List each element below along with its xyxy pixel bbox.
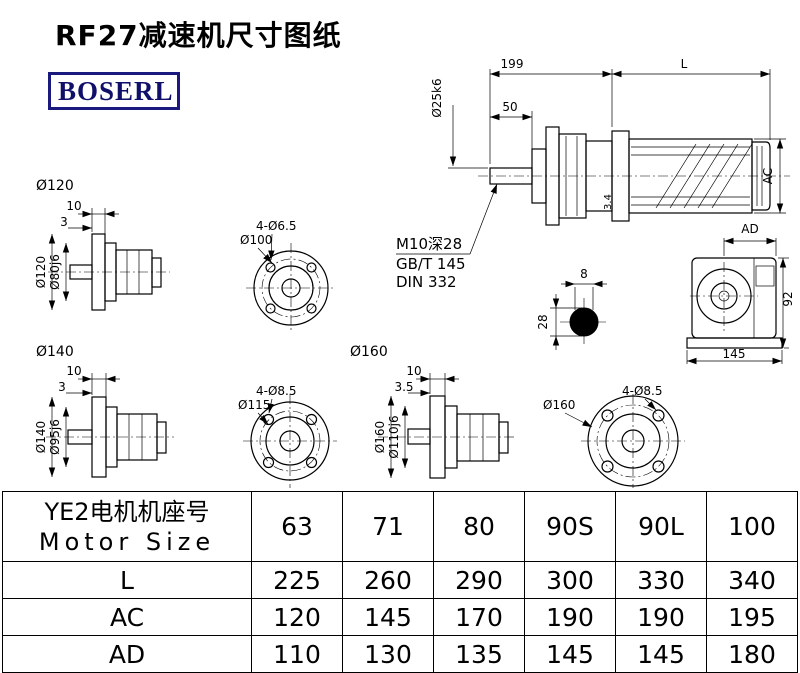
view-face-115: 4-Ø8.5 Ø115: [238, 384, 337, 488]
motor-size-header-cell: YE2电机机座号 Motor Size: [2, 491, 252, 562]
dim-140-3: 3: [58, 380, 66, 394]
table-cell: 145: [524, 635, 616, 673]
technical-drawing: 199 L 50 Ø25k6 AC 3.4 M10深28 GB/T 145 DI…: [34, 57, 795, 488]
motor-size-col: 90L: [615, 491, 707, 562]
dim-140-hub: Ø95j6: [48, 419, 62, 455]
view-face-160: 4-Ø8.5 Ø160: [543, 384, 685, 488]
header-en: Motor Size: [38, 527, 216, 556]
view-flange-160: Ø160 10 3.5 Ø160 Ø110j6: [350, 344, 514, 479]
header-cn: YE2电机机座号: [44, 497, 210, 526]
table-cell: 170: [433, 598, 525, 636]
motor-size-col: 80: [433, 491, 525, 562]
view-flange-140: Ø140 10 3 Ø140 Ø95j6: [34, 344, 174, 478]
motor-size-col: 71: [342, 491, 434, 562]
dim-100-dia: Ø100: [240, 233, 272, 247]
view-flange-120: Ø120 10 3 Ø120 Ø80j6: [34, 178, 170, 311]
motor-size-col: 100: [706, 491, 798, 562]
table-cell: 340: [706, 561, 798, 599]
table-header-row: YE2电机机座号 Motor Size 63 71 80 90S 90L 100: [2, 491, 798, 562]
dim-keyway-28: 28: [536, 314, 550, 329]
note-gbt: GB/T 145: [396, 255, 466, 273]
dim-50: 50: [502, 100, 517, 114]
dim-AC: AC: [761, 168, 775, 184]
table-cell: 120: [251, 598, 343, 636]
view-main-assembly: 199 L 50 Ø25k6 AC 3.4 M10深28 GB/T 145 DI…: [396, 57, 790, 291]
page-title: RF27减速机尺寸图纸: [55, 19, 342, 52]
dim-L: L: [681, 57, 688, 71]
table-cell: 145: [615, 635, 707, 673]
dim-face160-dia: Ø160: [543, 398, 575, 412]
dim-3-4: 3.4: [603, 194, 614, 210]
note-din: DIN 332: [396, 273, 457, 291]
fan-cover: [751, 141, 771, 211]
dim-160-hub: Ø110j6: [387, 415, 401, 458]
row-label: AC: [2, 598, 252, 636]
dim-140-OD: Ø140: [34, 421, 48, 453]
view-face-100: 4-Ø6.5 Ø100: [240, 219, 336, 333]
table-cell: 190: [615, 598, 707, 636]
dim-160-OD: Ø160: [373, 421, 387, 453]
dim-120-10: 10: [66, 199, 81, 213]
logo-text: BOSERL: [58, 75, 174, 106]
label-flange-120: Ø120: [36, 178, 74, 194]
table-row-AC: AC 120 145 170 190 190 195: [2, 598, 798, 636]
dim-145: 145: [723, 347, 746, 361]
table-cell: 190: [524, 598, 616, 636]
table-cell: 260: [342, 561, 434, 599]
dim-keyway-8: 8: [580, 267, 588, 281]
dim-140-10: 10: [66, 364, 81, 378]
dim-120-3: 3: [60, 215, 68, 229]
motor-size-col: 90S: [524, 491, 616, 562]
table-cell: 300: [524, 561, 616, 599]
table-cell: 110: [251, 635, 343, 673]
row-label: AD: [2, 635, 252, 673]
table-cell: 180: [706, 635, 798, 673]
view-shaft-keyway-section: 8 28: [536, 267, 608, 350]
table-row-L: L 225 260 290 300 330 340: [2, 561, 798, 599]
dim-AD: AD: [741, 222, 758, 236]
label-flange-140: Ø140: [36, 344, 74, 360]
note-thread: M10深28: [396, 235, 462, 253]
table-cell: 145: [342, 598, 434, 636]
dim-115-dia: Ø115: [238, 398, 270, 412]
table-row-AD: AD 110 130 135 145 145 180: [2, 635, 798, 673]
table-cell: 225: [251, 561, 343, 599]
table-cell: 130: [342, 635, 434, 673]
end-view-body: [691, 257, 777, 339]
dim-120-hub: Ø80j6: [48, 254, 62, 290]
dim-160-35: 3.5: [394, 380, 413, 394]
table-cell: 135: [433, 635, 525, 673]
dim-92: 92: [781, 291, 795, 306]
table-cell: 330: [615, 561, 707, 599]
table-cell: 290: [433, 561, 525, 599]
dim-160-10: 10: [406, 364, 421, 378]
dim-199: 199: [501, 57, 524, 71]
dim-face160-holes: 4-Ø8.5: [622, 384, 663, 398]
dim-120-OD: Ø120: [34, 256, 48, 288]
view-motor-end: AD 92 145: [686, 222, 795, 365]
row-label: L: [2, 561, 252, 599]
motor-size-col: 63: [251, 491, 343, 562]
dim-shaft-diameter: Ø25k6: [430, 78, 444, 117]
dimension-table: YE2电机机座号 Motor Size 63 71 80 90S 90L 100…: [2, 491, 798, 673]
dim-115-holes: 4-Ø8.5: [256, 384, 297, 398]
dim-100-holes: 4-Ø6.5: [256, 219, 297, 233]
table-cell: 195: [706, 598, 798, 636]
boserl-logo: BOSERL: [48, 72, 180, 110]
label-flange-160: Ø160: [350, 344, 388, 360]
